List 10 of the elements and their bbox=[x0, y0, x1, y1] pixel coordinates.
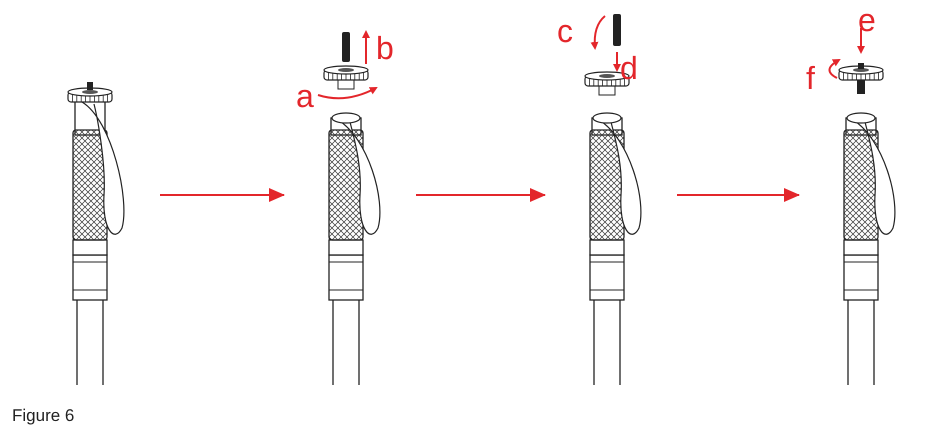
arrow bbox=[416, 188, 546, 202]
caption: Figure 6 bbox=[12, 405, 74, 427]
step-letter: c bbox=[557, 15, 573, 47]
step-letter: a bbox=[296, 80, 314, 112]
arrow bbox=[677, 188, 800, 202]
step-letter: d bbox=[620, 52, 638, 84]
arrow bbox=[160, 188, 285, 202]
step-letter: f bbox=[806, 62, 815, 94]
step-letter: e bbox=[858, 4, 876, 36]
step-letter: b bbox=[376, 32, 394, 64]
